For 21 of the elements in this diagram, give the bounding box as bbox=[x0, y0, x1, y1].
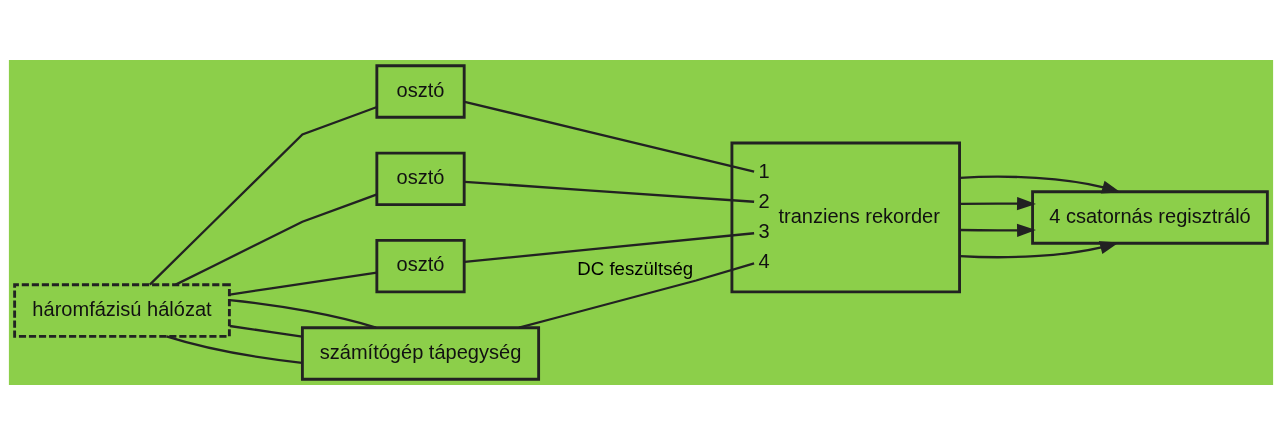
node-box: háromfázisú hálózat bbox=[13, 283, 231, 338]
connector bbox=[175, 193, 377, 286]
arrow bbox=[959, 175, 1121, 194]
node-box: számítógép tápegység bbox=[300, 326, 541, 381]
connector bbox=[464, 232, 755, 264]
connector bbox=[166, 335, 303, 364]
node-box: osztó bbox=[375, 151, 466, 207]
connector bbox=[464, 180, 755, 203]
arrow bbox=[959, 223, 1036, 237]
connector bbox=[518, 262, 755, 329]
edge-label: DC feszültség bbox=[577, 258, 694, 280]
connector bbox=[229, 298, 377, 329]
node-box: osztó bbox=[375, 238, 466, 294]
connector bbox=[464, 100, 755, 173]
node-box: osztó bbox=[375, 64, 466, 119]
arrow bbox=[959, 241, 1119, 259]
connector bbox=[229, 324, 303, 338]
connector bbox=[229, 271, 377, 296]
node-box: 4 csatornás regisztráló bbox=[1031, 190, 1269, 245]
arrow bbox=[959, 197, 1036, 211]
connector bbox=[149, 106, 377, 286]
